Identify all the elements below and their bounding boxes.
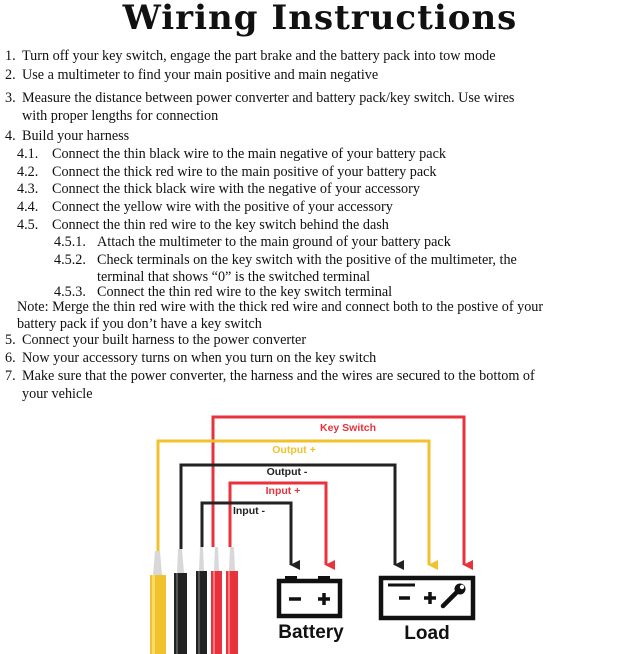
step-text-continued: with proper lengths for connection: [22, 108, 219, 124]
step-number: 4.3.: [17, 181, 39, 197]
step-number: 2.: [5, 67, 16, 83]
wire-bundle: [150, 547, 238, 654]
key-switch-line: [211, 415, 473, 570]
step-number: 4.5.3.: [54, 284, 86, 300]
step-number: 4.: [5, 128, 16, 144]
input-negative-line: [200, 501, 300, 570]
step-text-continued: your vehicle: [22, 386, 93, 402]
step-number: 1.: [5, 48, 16, 64]
step-number: 4.5.1.: [54, 234, 86, 250]
wrench-icon: [440, 583, 466, 609]
step-number: 7.: [5, 368, 16, 384]
step-text: Connect the thin black wire to the main …: [52, 146, 446, 162]
step-number: 5.: [5, 332, 16, 348]
load-icon: [378, 575, 476, 621]
step-text: Connect the thick black wire with the ne…: [52, 181, 420, 197]
step-number: 4.5.2.: [54, 252, 86, 268]
step-text: Attach the multimeter to the main ground…: [97, 234, 451, 250]
step-text: Make sure that the power converter, the …: [22, 368, 535, 384]
step-number: 6.: [5, 350, 16, 366]
load-label: Load: [404, 623, 449, 644]
output-negative-line: [179, 463, 404, 570]
battery-icon: [276, 576, 343, 619]
step-text: Connect the thick red wire to the main p…: [52, 164, 437, 180]
step-text: Check terminals on the key switch with t…: [97, 252, 517, 268]
step-text: Connect the thin red wire to the key swi…: [97, 284, 393, 300]
battery-label: Battery: [278, 622, 344, 643]
key-switch-label: Key Switch: [320, 422, 376, 434]
output-positive-line: [156, 439, 438, 570]
step-number: 4.4.: [17, 199, 39, 215]
page-title: Wiring Instructions: [122, 0, 518, 38]
output-negative-label: Output -: [267, 466, 308, 478]
output-positive-label: Output +: [272, 444, 315, 456]
input-negative-label: Input -: [233, 505, 266, 517]
step-text: Connect the thin red wire to the key swi…: [52, 217, 389, 233]
step-text: Measure the distance between power conve…: [22, 90, 515, 106]
thin-red-wire: [211, 547, 222, 654]
step-number: 4.5.: [17, 217, 39, 233]
note-text: Note: Merge the thin red wire with the t…: [17, 299, 544, 315]
thin-black-wire: [196, 547, 207, 654]
step-text-continued: terminal that shows “0” is the switched …: [97, 269, 371, 285]
step-number: 4.2.: [17, 164, 39, 180]
step-text: Now your accessory turns on when you tur…: [22, 350, 377, 366]
input-positive-label: Input +: [266, 485, 301, 497]
step-number: 4.1.: [17, 146, 39, 162]
step-text: Connect your built harness to the power …: [22, 332, 307, 348]
step-text: Build your harness: [22, 128, 130, 144]
input-positive-line: [228, 481, 335, 570]
yellow-wire: [150, 551, 166, 654]
step-text-continued: battery pack if you don’t have a key swi…: [17, 316, 262, 332]
wiring-diagram: Key Switch Output + Output - Input + Inp…: [150, 415, 476, 654]
thick-black-wire: [174, 549, 187, 654]
step-text: Use a multimeter to find your main posit…: [22, 67, 379, 83]
step-text: Turn off your key switch, engage the par…: [22, 48, 496, 64]
thick-red-wire: [226, 547, 238, 654]
step-number: 3.: [5, 90, 16, 106]
step-text: Connect the yellow wire with the positiv…: [52, 199, 393, 215]
